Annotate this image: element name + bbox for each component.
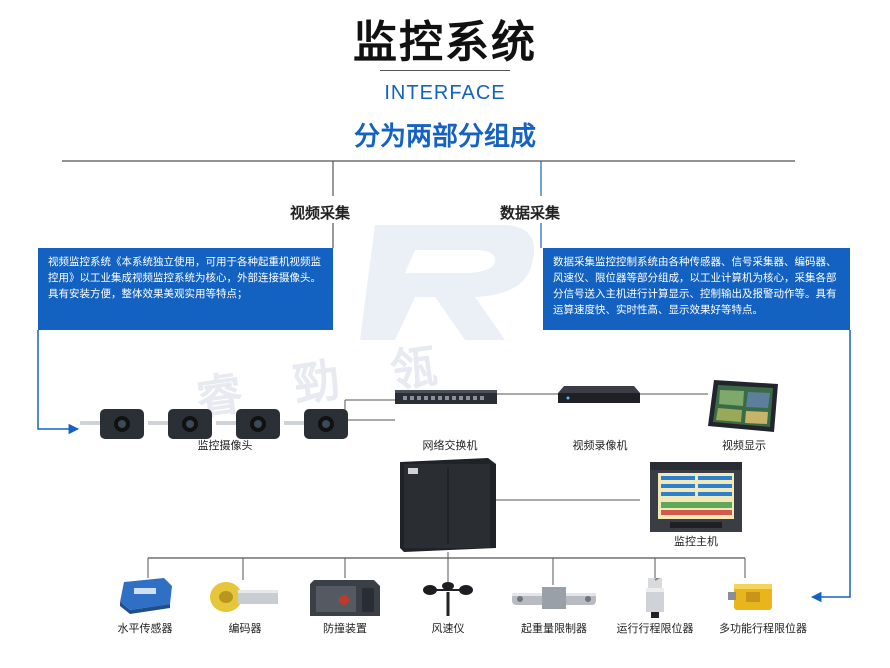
caption-load-limiter: 起重量限制器 [521,622,587,635]
caption-network-switch: 网络交换机 [422,439,478,452]
caption-travel-limiter: 运行行程限位器 [616,622,694,635]
control-cabinet-icon [400,458,496,556]
anti-collision-icon [310,578,380,622]
video-recorder-icon [558,383,640,409]
network-switch-icon [395,386,497,412]
monitoring-host-icon [650,462,742,536]
travel-limiter-icon [640,571,670,622]
camera-icon [284,409,348,439]
data-description-box: 数据采集监控控制系统由各种传感器、信号采集器、编码器、风速仪、限位器等部分组成，… [543,248,850,330]
caption-anemometer: 风速仪 [431,622,465,635]
video-description-box: 视频监控系统《本系统独立使用，可用于各种起重机视频监控用》以工业集成视频监控系统… [38,248,333,330]
caption-monitoring-host: 监控主机 [674,535,718,548]
multi-limiter-icon [728,578,778,618]
subtitle-english: INTERFACE [384,82,506,104]
branch-label-video: 视频采集 [290,204,351,222]
caption-encoder: 编码器 [228,622,262,635]
anemometer-icon [422,580,474,622]
caption-anti-collision: 防撞装置 [323,622,367,635]
level-sensor-icon [116,578,172,618]
title-divider [380,70,510,71]
caption-camera: 监控摄像头 [197,439,253,452]
watermark-logo-icon [355,215,555,349]
camera-icon [80,409,144,439]
page-title: 监控系统 [353,17,537,68]
caption-video-display: 视频显示 [722,439,766,452]
subtitle-chinese: 分为两部分组成 [353,122,536,152]
camera-icon [148,409,212,439]
camera-icon [216,409,280,439]
caption-video-recorder: 视频录像机 [572,439,628,452]
load-limiter-icon [512,585,596,617]
encoder-icon [208,580,282,618]
caption-multi-limiter: 多功能行程限位器 [719,622,807,635]
caption-level-sensor: 水平传感器 [117,622,173,635]
branch-label-data: 数据采集 [500,204,561,222]
camera-group [80,404,350,444]
video-display-icon [708,378,780,438]
